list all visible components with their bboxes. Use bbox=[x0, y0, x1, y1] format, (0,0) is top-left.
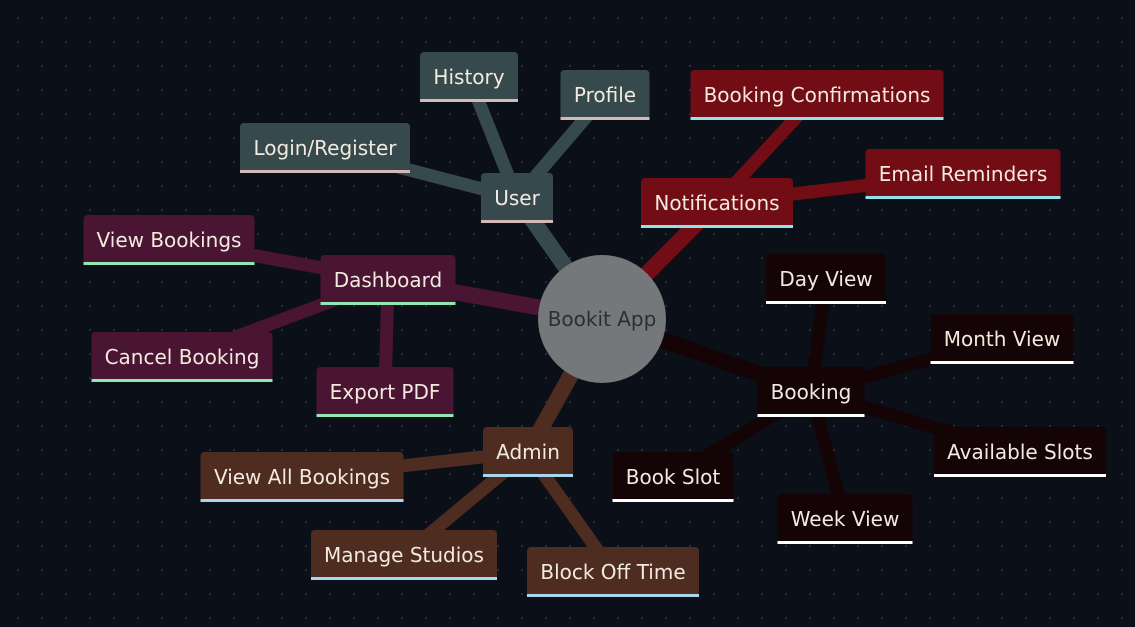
node-week-view-underline bbox=[777, 541, 913, 544]
node-manage-studios[interactable]: Manage Studios bbox=[311, 530, 497, 580]
node-manage-studios-underline bbox=[311, 577, 497, 580]
node-profile-underline bbox=[560, 117, 650, 120]
node-login-register-label: Login/Register bbox=[253, 136, 397, 160]
node-view-bookings[interactable]: View Bookings bbox=[83, 215, 255, 265]
node-root[interactable]: Bookit App bbox=[538, 255, 666, 383]
node-admin-underline bbox=[483, 474, 573, 477]
node-export-pdf-label: Export PDF bbox=[330, 380, 441, 404]
node-booking-confirmations[interactable]: Booking Confirmations bbox=[690, 70, 944, 120]
node-login-register-underline bbox=[240, 170, 410, 173]
node-view-all-bookings[interactable]: View All Bookings bbox=[200, 452, 404, 502]
node-block-off-time-label: Block Off Time bbox=[540, 560, 685, 584]
node-login-register[interactable]: Login/Register bbox=[240, 123, 410, 173]
node-booking-confirmations-box bbox=[690, 70, 944, 120]
node-dashboard-label: Dashboard bbox=[334, 268, 443, 292]
node-dashboard[interactable]: Dashboard bbox=[320, 255, 456, 305]
node-export-pdf-box bbox=[316, 367, 454, 417]
node-root-label: Bookit App bbox=[548, 307, 657, 331]
node-book-slot-underline bbox=[612, 499, 734, 502]
node-user-underline bbox=[481, 220, 553, 223]
node-available-slots-box bbox=[934, 427, 1106, 477]
node-month-view-underline bbox=[930, 361, 1074, 364]
node-book-slot[interactable]: Book Slot bbox=[612, 452, 734, 502]
node-day-view-underline bbox=[766, 301, 886, 304]
node-cancel-booking[interactable]: Cancel Booking bbox=[91, 332, 273, 382]
node-cancel-booking-box bbox=[91, 332, 273, 382]
node-email-reminders-label: Email Reminders bbox=[879, 162, 1048, 186]
node-root-circle bbox=[538, 255, 666, 383]
node-book-slot-label: Book Slot bbox=[626, 465, 721, 489]
node-booking-label: Booking bbox=[771, 380, 852, 404]
node-available-slots-underline bbox=[934, 474, 1106, 477]
node-view-all-bookings-box bbox=[200, 452, 404, 502]
node-admin[interactable]: Admin bbox=[483, 427, 573, 477]
nodes-layer: Bookit App User HistoryProfileLogin/Regist… bbox=[83, 52, 1106, 597]
node-view-all-bookings-label: View All Bookings bbox=[214, 465, 390, 489]
node-week-view-label: Week View bbox=[791, 507, 900, 531]
node-export-pdf-underline bbox=[316, 414, 454, 417]
node-cancel-booking-underline bbox=[91, 379, 273, 382]
node-book-slot-box bbox=[612, 452, 734, 502]
node-login-register-box bbox=[240, 123, 410, 173]
node-manage-studios-label: Manage Studios bbox=[324, 543, 484, 567]
node-day-view[interactable]: Day View bbox=[766, 254, 886, 304]
node-history-box bbox=[420, 52, 518, 102]
node-view-bookings-box bbox=[83, 215, 255, 265]
node-booking[interactable]: Booking bbox=[757, 367, 865, 417]
node-manage-studios-box bbox=[311, 530, 497, 580]
node-user[interactable]: User bbox=[481, 173, 553, 223]
node-block-off-time[interactable]: Block Off Time bbox=[527, 547, 699, 597]
node-block-off-time-underline bbox=[527, 594, 699, 597]
node-month-view-box bbox=[930, 314, 1074, 364]
node-booking-confirmations-label: Booking Confirmations bbox=[704, 83, 931, 107]
node-cancel-booking-label: Cancel Booking bbox=[105, 345, 260, 369]
node-history-label: History bbox=[433, 65, 504, 89]
node-admin-box bbox=[483, 427, 573, 477]
node-email-reminders[interactable]: Email Reminders bbox=[865, 149, 1061, 199]
node-user-label: User bbox=[494, 186, 540, 210]
node-notifications-box bbox=[641, 178, 793, 228]
node-booking-box bbox=[757, 367, 865, 417]
node-notifications[interactable]: Notifications bbox=[641, 178, 793, 228]
node-user-box bbox=[481, 173, 553, 223]
node-available-slots-label: Available Slots bbox=[947, 440, 1093, 464]
node-week-view[interactable]: Week View bbox=[777, 494, 913, 544]
node-month-view[interactable]: Month View bbox=[930, 314, 1074, 364]
node-notifications-label: Notifications bbox=[654, 191, 779, 215]
node-week-view-box bbox=[777, 494, 913, 544]
node-dashboard-underline bbox=[320, 302, 456, 305]
node-profile[interactable]: Profile bbox=[560, 70, 650, 120]
node-notifications-underline bbox=[641, 225, 793, 228]
node-view-all-bookings-underline bbox=[200, 499, 404, 502]
node-history[interactable]: History bbox=[420, 52, 518, 102]
node-profile-box bbox=[560, 70, 650, 120]
node-export-pdf[interactable]: Export PDF bbox=[316, 367, 454, 417]
node-admin-label: Admin bbox=[496, 440, 560, 464]
node-booking-confirmations-underline bbox=[690, 117, 944, 120]
node-booking-underline bbox=[757, 414, 865, 417]
node-block-off-time-box bbox=[527, 547, 699, 597]
node-email-reminders-box bbox=[865, 149, 1061, 199]
node-email-reminders-underline bbox=[865, 196, 1061, 199]
node-view-bookings-label: View Bookings bbox=[97, 228, 242, 252]
node-dashboard-box bbox=[320, 255, 456, 305]
node-month-view-label: Month View bbox=[944, 327, 1061, 351]
node-view-bookings-underline bbox=[83, 262, 255, 265]
node-available-slots[interactable]: Available Slots bbox=[934, 427, 1106, 477]
node-day-view-box bbox=[766, 254, 886, 304]
node-profile-label: Profile bbox=[574, 83, 636, 107]
node-day-view-label: Day View bbox=[779, 267, 872, 291]
node-history-underline bbox=[420, 99, 518, 102]
